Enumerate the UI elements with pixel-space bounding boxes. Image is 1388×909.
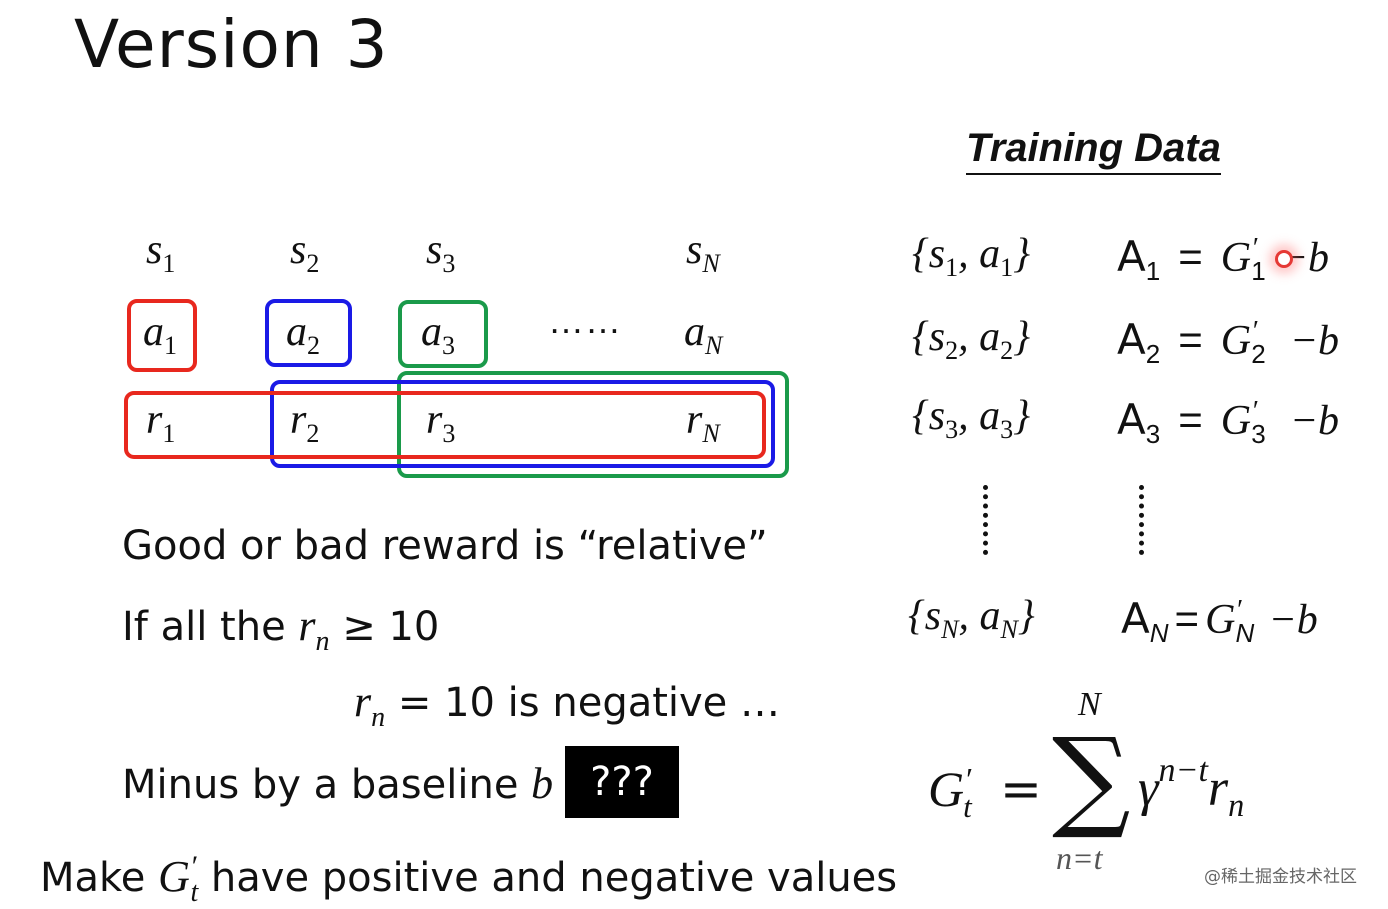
sum-lower-limit: n=t	[1056, 840, 1103, 876]
formula-lhs: G′t	[928, 761, 972, 824]
training-pair-1: {s1, a1}	[912, 231, 1030, 283]
formula-equals: =	[1000, 760, 1042, 818]
reward-n: rN	[686, 397, 720, 449]
watermark: @稀土掘金技术社区	[1204, 867, 1357, 887]
training-pair-n: {sN, aN}	[908, 593, 1035, 645]
note-all-rewards: If all the rn ≥ 10	[122, 601, 440, 657]
advantage-n: AN=G′N−b	[1121, 594, 1318, 649]
state-1: s1	[146, 227, 176, 279]
state-3: s3	[426, 227, 456, 279]
vertical-ellipsis-right	[1139, 485, 1150, 555]
action-2-box	[265, 299, 352, 367]
pointer-cursor	[1275, 250, 1293, 268]
advantage-1: A1=G′1−b	[1117, 232, 1330, 287]
action-1-box	[127, 299, 197, 372]
advantage-2: A2=G′2−b	[1117, 315, 1340, 370]
reward-2: r2	[290, 397, 320, 449]
action-1: a1	[143, 309, 178, 361]
reward-box-red	[124, 391, 766, 459]
sum-upper-limit: N	[1078, 686, 1101, 723]
note-relative: Good or bad reward is “relative”	[122, 523, 768, 569]
note-make-positive-negative: Make G′t have positive and negative valu…	[40, 850, 898, 908]
vertical-ellipsis-left	[983, 485, 994, 555]
advantage-3: A3=G′3−b	[1117, 395, 1340, 450]
training-data-title: Training Data	[966, 126, 1221, 175]
training-pair-3: {s3, a3}	[912, 393, 1030, 445]
state-n: sN	[686, 227, 720, 279]
action-2: a2	[286, 309, 321, 361]
state-2: s2	[290, 227, 320, 279]
note-baseline: Minus by a baseline b	[122, 759, 554, 808]
formula-rhs: γn−trn	[1138, 752, 1245, 824]
training-pair-2: {s2, a2}	[912, 314, 1030, 366]
question-badge: ???	[565, 746, 679, 818]
action-3-box	[398, 300, 488, 368]
slide-title: Version 3	[74, 6, 389, 83]
reward-1: r1	[146, 397, 176, 449]
reward-3: r3	[426, 397, 456, 449]
reward-box-blue	[270, 380, 775, 468]
summation-symbol: ∑	[1052, 714, 1131, 842]
action-n: aN	[684, 309, 723, 361]
note-negative: rn = 10 is negative …	[354, 677, 781, 733]
action-3: a3	[421, 309, 456, 361]
reward-box-green	[397, 371, 789, 478]
sequence-ellipsis: ……	[548, 300, 622, 341]
